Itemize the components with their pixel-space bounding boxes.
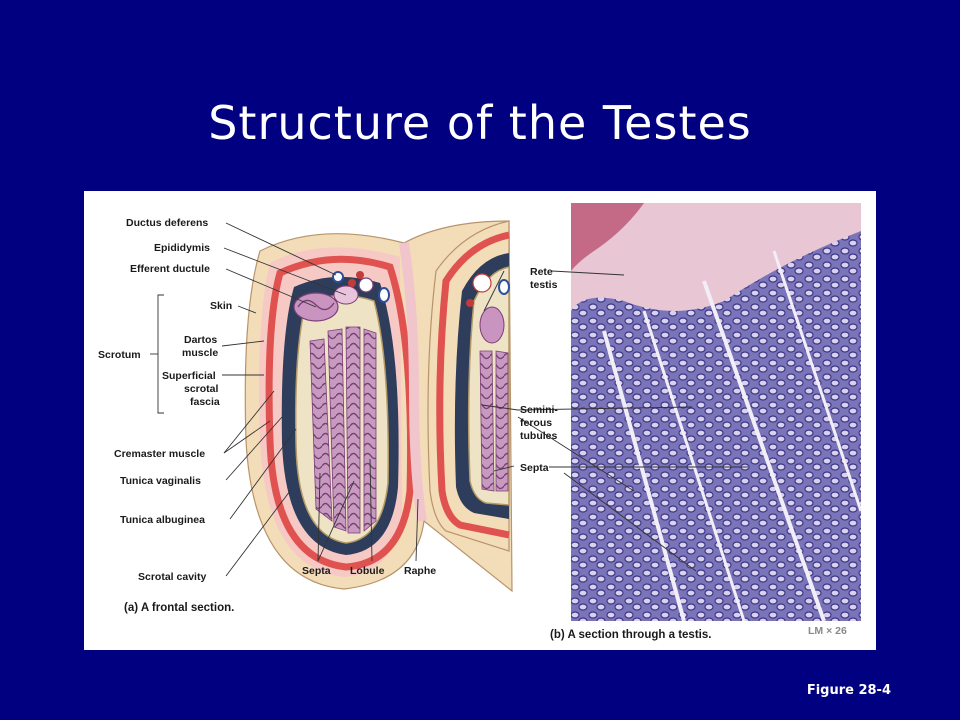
label-raphe: Raphe [404, 565, 436, 577]
label-efferent-ductule: Efferent ductule [130, 263, 210, 275]
label-septa-bottom: Septa [302, 565, 331, 577]
testis-micrograph [571, 203, 861, 621]
label-septa-right: Septa [520, 462, 549, 474]
caption-frontal-section: (a) A frontal section. [124, 602, 234, 614]
cremaster-muscle-band [265, 255, 415, 571]
label-cremaster-muscle: Cremaster muscle [114, 448, 205, 460]
figure-panel: Ductus deferens Epididymis Efferent duct… [84, 191, 876, 650]
label-seminiferous-line1: Semini- [520, 404, 558, 416]
figure-reference: Figure 28-4 [806, 683, 891, 698]
slide-title: Structure of the Testes [208, 96, 752, 150]
label-superficial-line1: Superficial [162, 370, 216, 382]
label-tunica-vaginalis: Tunica vaginalis [120, 475, 201, 487]
caption-testis-section: (b) A section through a testis. [550, 629, 711, 641]
label-superficial-line3: fascia [190, 396, 220, 408]
label-magnification: LM × 26 [808, 625, 847, 637]
label-scrotal-cavity: Scrotal cavity [138, 571, 206, 583]
label-tunica-albuginea: Tunica albuginea [120, 514, 205, 526]
frontal-section-illustration [244, 220, 513, 593]
label-epididymis: Epididymis [154, 242, 210, 254]
label-seminiferous-line2: ferous [520, 417, 552, 429]
label-dartos-line2: muscle [182, 347, 218, 359]
label-scrotum: Scrotum [98, 349, 141, 361]
label-lobule: Lobule [350, 565, 385, 577]
label-skin: Skin [210, 300, 232, 312]
leader-lines [150, 222, 748, 577]
raphe-septum [399, 242, 427, 522]
label-superficial-line2: scrotal [184, 383, 219, 395]
testes-diagram: Ductus deferens Epididymis Efferent duct… [98, 203, 861, 641]
label-ductus-deferens: Ductus deferens [126, 217, 208, 229]
label-rete-line2: testis [530, 279, 558, 291]
label-rete-line1: Rete [530, 266, 553, 278]
label-seminiferous-line3: tubules [520, 430, 557, 442]
label-dartos-line1: Dartos [184, 334, 217, 346]
